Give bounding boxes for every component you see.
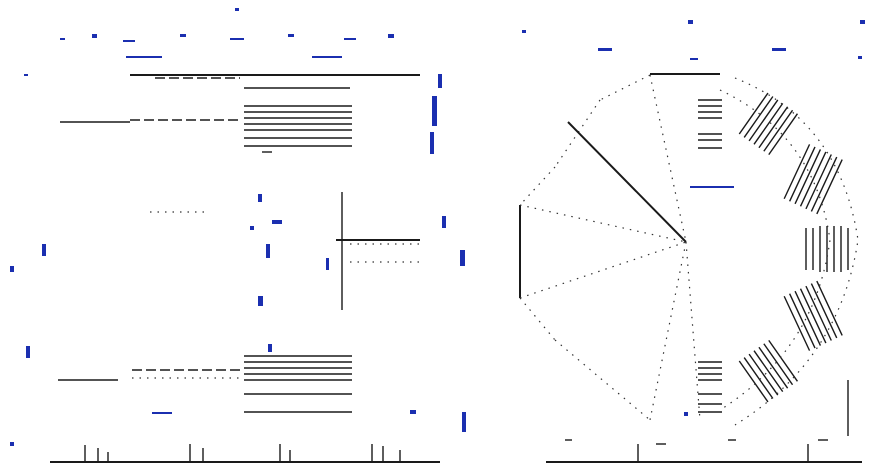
right-label-marks bbox=[522, 20, 865, 416]
left-diagram bbox=[10, 8, 466, 463]
left-diagram-canvas bbox=[10, 8, 466, 463]
inner-line-stack-top bbox=[698, 99, 722, 149]
ring-band-1 bbox=[738, 92, 799, 156]
right-bottom-axis bbox=[546, 439, 862, 463]
sector-diagonal bbox=[567, 121, 687, 243]
middle-connector bbox=[150, 192, 420, 310]
sector-outline bbox=[519, 73, 720, 421]
lower-branch bbox=[58, 355, 352, 413]
inner-line-stack-bottom bbox=[698, 361, 722, 413]
top-branch bbox=[60, 74, 420, 153]
left-axis-ticks bbox=[84, 444, 401, 462]
outer-dotted-arcs bbox=[719, 77, 859, 426]
right-diagram-canvas bbox=[519, 20, 865, 463]
ring-band-3 bbox=[805, 226, 849, 272]
lower-line-stack bbox=[244, 355, 352, 413]
ring-band-4 bbox=[783, 280, 843, 351]
top-line-stack bbox=[244, 105, 352, 153]
left-label-marks bbox=[10, 8, 466, 446]
right-diagram bbox=[490, 0, 872, 475]
ring-band-2 bbox=[783, 144, 843, 215]
sector-spokes bbox=[519, 74, 701, 421]
left-bottom-axis bbox=[50, 444, 440, 463]
ring-band-5 bbox=[738, 339, 799, 403]
